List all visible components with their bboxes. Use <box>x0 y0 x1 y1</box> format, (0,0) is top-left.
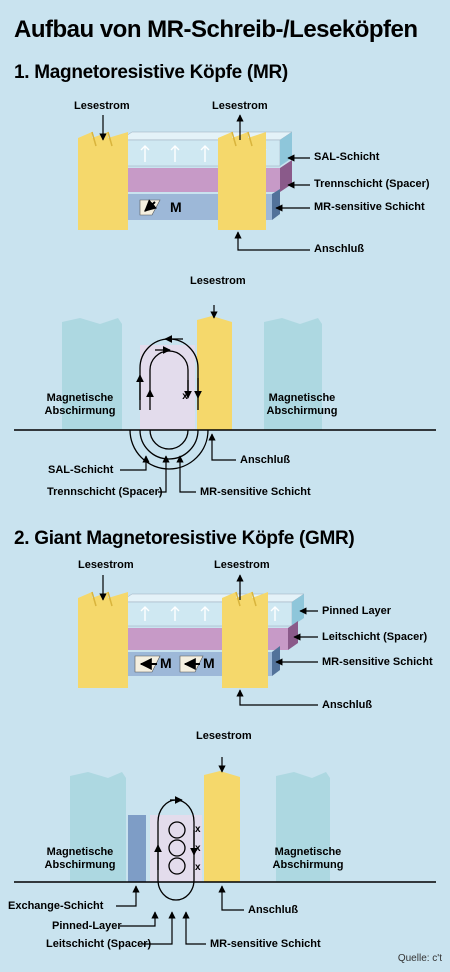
gmr-side-view: x x x <box>14 757 436 945</box>
field-x-marker: x <box>195 824 201 835</box>
label-sal-layer: SAL-Schicht <box>314 151 380 163</box>
label-sal-layer: SAL-Schicht <box>48 464 114 476</box>
exchange-layer <box>128 815 146 882</box>
label-lesestrom: Lesestrom <box>78 559 134 571</box>
page-title: Aufbau von MR-Schreib-/Leseköpfen <box>14 16 418 43</box>
contact-left <box>78 605 128 688</box>
shield-right <box>276 772 330 882</box>
label-pinned-layer: Pinned Layer <box>322 605 392 617</box>
section2-heading: 2. Giant Magnetoresistive Köpfe (GMR) <box>14 528 355 549</box>
label-lesestrom: Lesestrom <box>196 730 252 742</box>
field-x-marker: x <box>195 843 201 854</box>
source-credit: Quelle: c't <box>397 953 442 964</box>
shield-left <box>70 772 126 882</box>
shield-left <box>62 318 122 430</box>
layer-stack <box>140 345 195 430</box>
label-anschluss: Anschluß <box>248 904 299 916</box>
label-mr-layer: MR-sensitive Schicht <box>322 656 433 668</box>
label-anschluss: Anschluß <box>240 454 291 466</box>
label-exchange-layer: Exchange-Schicht <box>8 900 104 912</box>
label-pinned-layer: Pinned-Layer <box>52 920 122 932</box>
label-mr-layer: MR-sensitive Schicht <box>314 201 425 213</box>
contact-right <box>218 145 266 230</box>
shield-right <box>264 318 322 430</box>
label-anschluss: Anschluß <box>322 699 373 711</box>
mr-top-view <box>78 114 310 251</box>
label-mr-layer: MR-sensitive Schicht <box>210 938 321 950</box>
magnetization-label: M <box>160 655 172 671</box>
label-anschluss: Anschluß <box>314 243 365 255</box>
magnetization-label: M <box>170 199 182 215</box>
contact <box>197 316 232 430</box>
label-lesestrom: Lesestrom <box>214 559 270 571</box>
contact-right <box>222 605 268 688</box>
label-spacer-layer: Trennschicht (Spacer) <box>314 178 430 190</box>
contact-left <box>78 145 128 230</box>
label-spacer-layer: Leitschicht (Spacer) <box>46 938 152 950</box>
section1-heading: 1. Magnetoresistive Köpfe (MR) <box>14 62 288 83</box>
contact <box>204 771 240 882</box>
field-x-marker: x <box>195 862 201 873</box>
gmr-top-view <box>78 574 318 706</box>
mr-side-view: x <box>14 305 436 493</box>
field-x-marker: x <box>182 391 188 402</box>
label-spacer-layer: Trennschicht (Spacer) <box>47 486 163 498</box>
magnetization-label: M <box>203 655 215 671</box>
label-mr-layer: MR-sensitive Schicht <box>200 486 311 498</box>
label-lesestrom: Lesestrom <box>190 275 246 287</box>
label-spacer-layer: Leitschicht (Spacer) <box>322 631 428 643</box>
label-lesestrom: Lesestrom <box>74 100 130 112</box>
label-lesestrom: Lesestrom <box>212 100 268 112</box>
